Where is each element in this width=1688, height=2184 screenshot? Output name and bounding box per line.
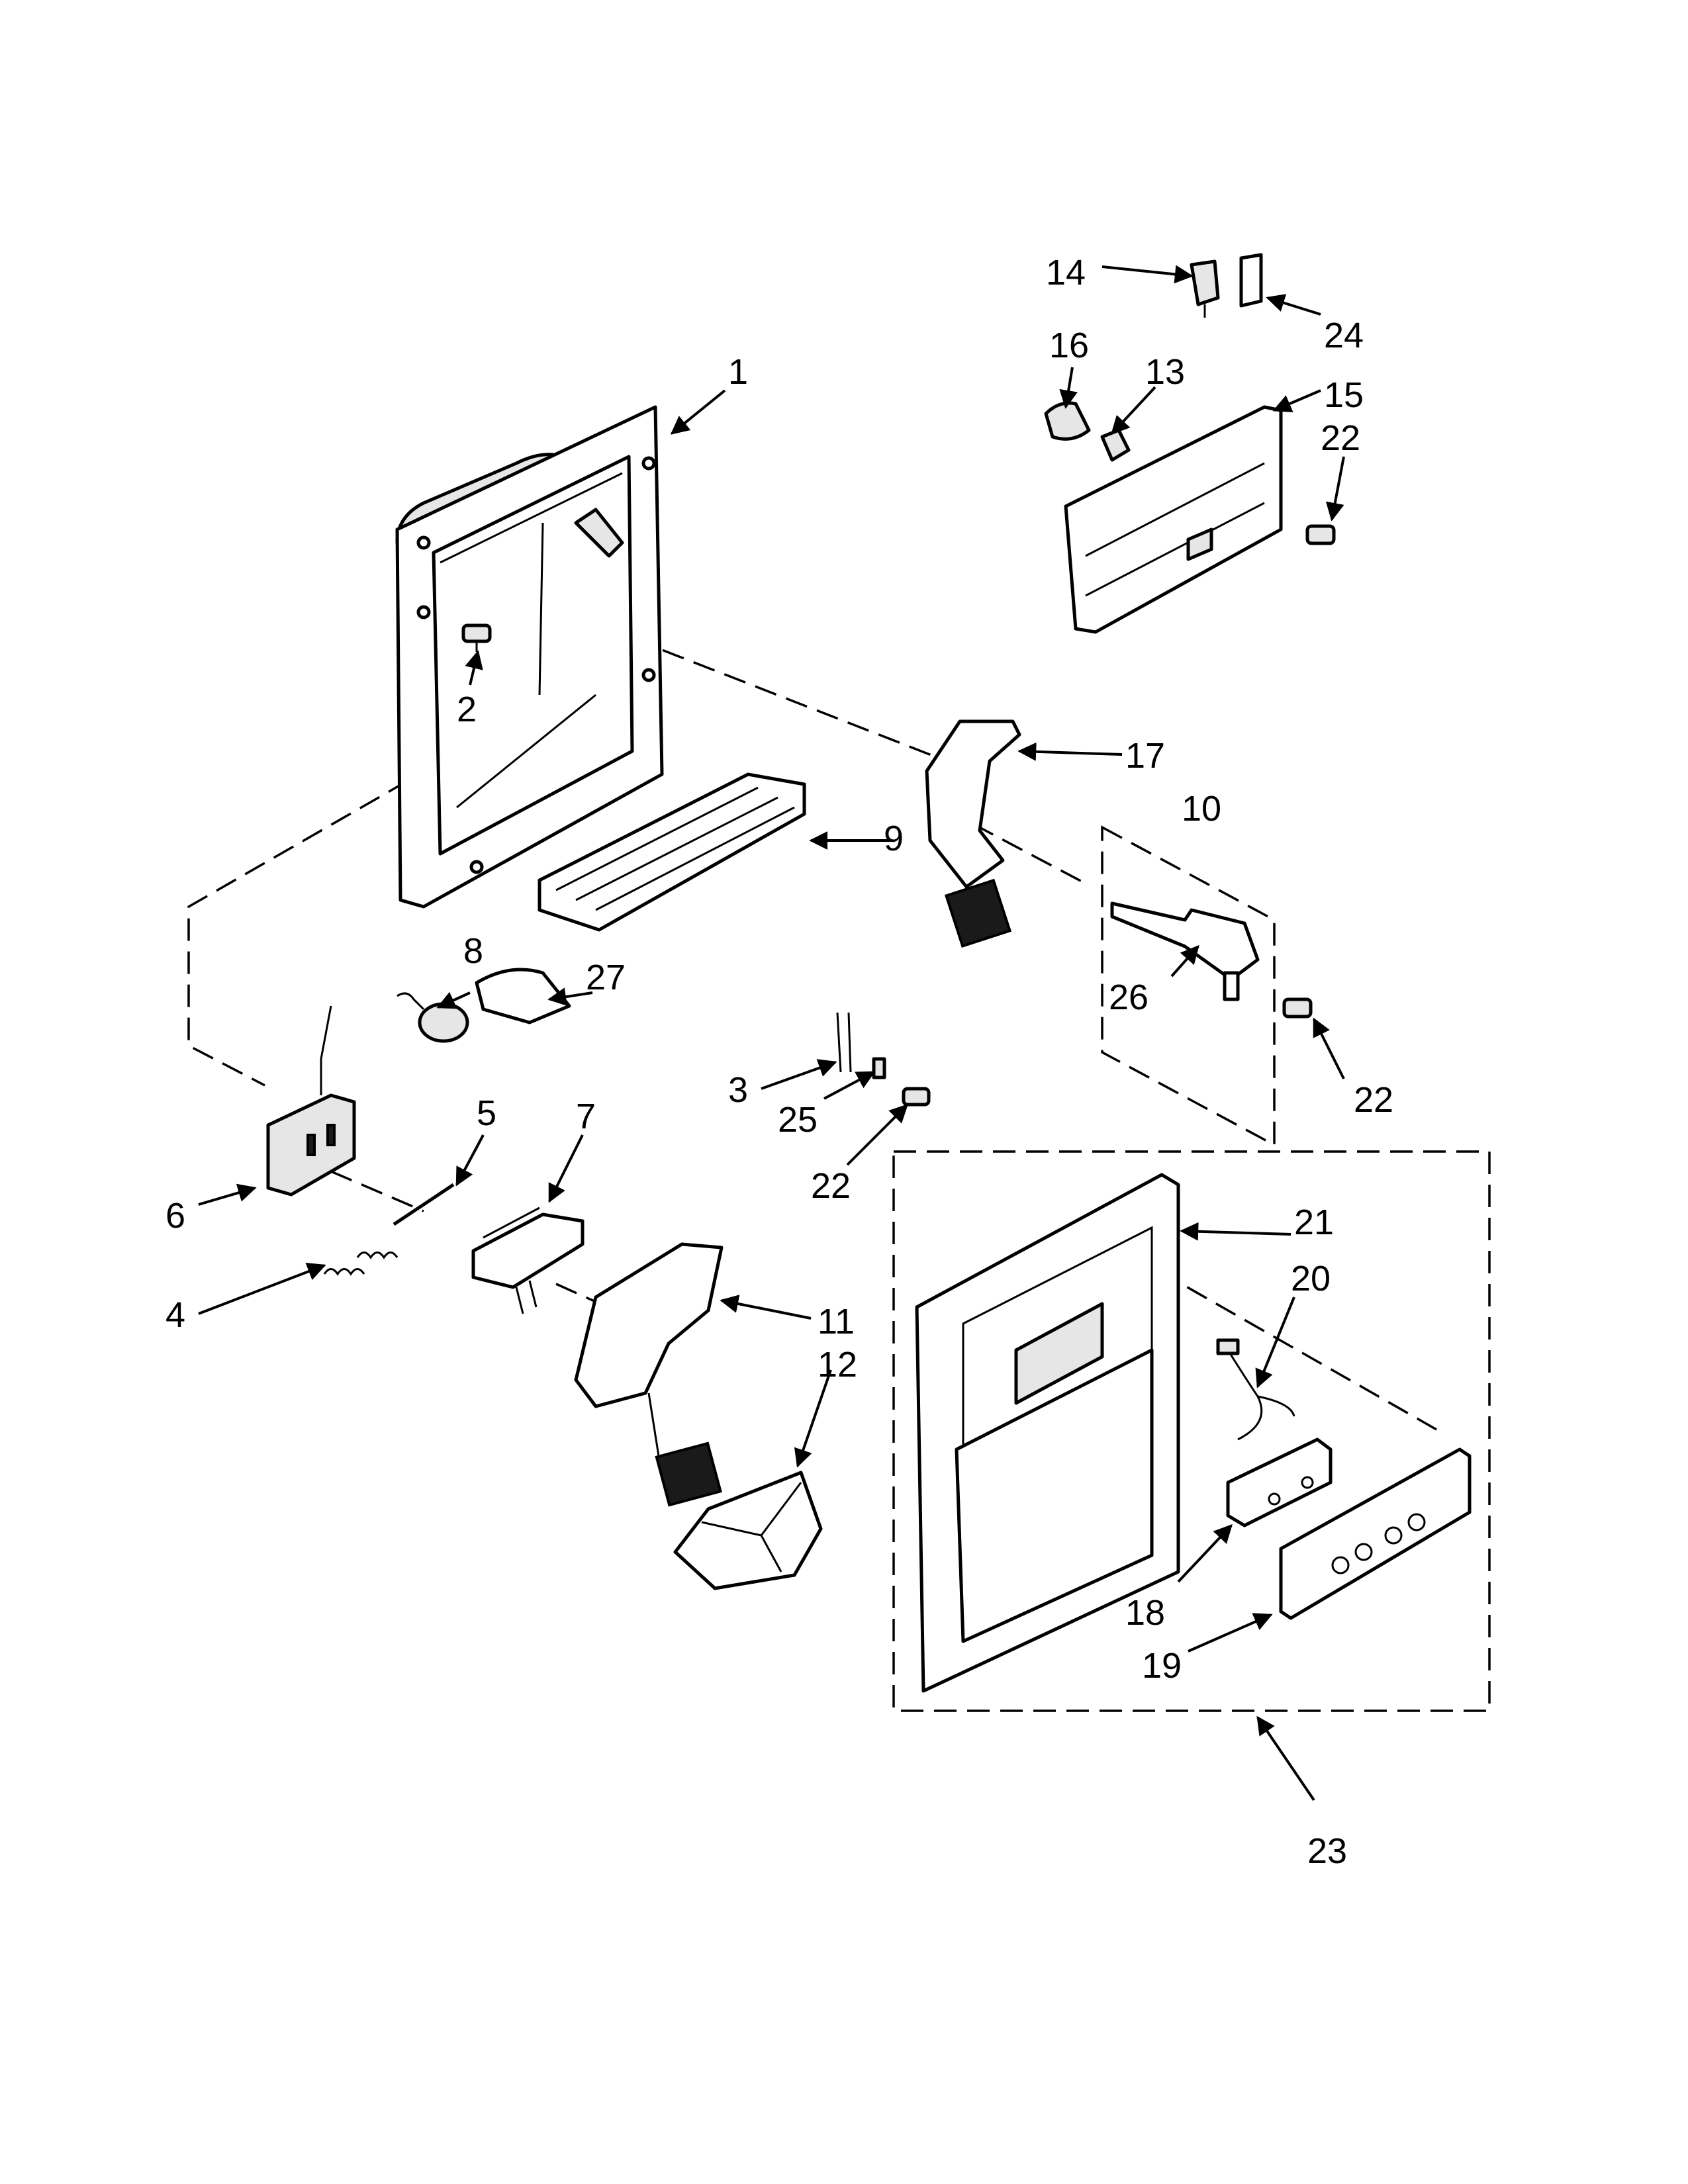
callout-1: 1 <box>728 352 748 392</box>
callout-26: 26 <box>1109 978 1149 1017</box>
callout-22-right: 22 <box>1354 1080 1393 1120</box>
callout-27: 27 <box>586 958 626 997</box>
part-25-tab <box>872 1057 886 1079</box>
part-18-control-board <box>1226 1437 1333 1527</box>
callout-9: 9 <box>884 819 904 858</box>
part-6-motor <box>266 1005 356 1197</box>
part-19-overlay <box>1279 1447 1472 1620</box>
part-1-dispenser-housing <box>395 405 664 909</box>
callout-7: 7 <box>576 1097 596 1136</box>
callout-14: 14 <box>1046 253 1086 293</box>
part-24-insulator <box>1239 253 1263 308</box>
part-20-harness <box>1216 1338 1295 1441</box>
part-2-screw <box>461 623 492 652</box>
callout-23: 23 <box>1307 1831 1347 1871</box>
callout-2: 2 <box>457 690 477 729</box>
part-3-clip <box>836 1012 852 1073</box>
part-21-front-panel <box>915 1173 1180 1693</box>
callout-24: 24 <box>1324 316 1364 355</box>
callout-8: 8 <box>463 931 483 971</box>
callout-21: 21 <box>1294 1203 1334 1242</box>
callout-5: 5 <box>477 1093 496 1133</box>
part-11-ice-lever <box>574 1242 724 1507</box>
leader-lines <box>198 265 1345 1801</box>
part-23-group-box <box>892 1150 1491 1712</box>
part-14-switch <box>1190 259 1220 318</box>
callout-13: 13 <box>1145 352 1185 392</box>
part-26-arm <box>1110 901 1260 1001</box>
callout-11: 11 <box>818 1302 855 1342</box>
part-8-solenoid <box>397 992 469 1043</box>
callout-16: 16 <box>1049 326 1089 365</box>
part-13-socket <box>1100 428 1131 462</box>
part-5-rod <box>393 1183 455 1226</box>
part-15-bracket <box>1064 405 1283 634</box>
callout-15: 15 <box>1324 375 1364 415</box>
callout-6: 6 <box>165 1196 185 1236</box>
callout-4: 4 <box>165 1295 185 1335</box>
callout-labels: 1 2 3 4 5 6 7 8 9 10 11 12 13 14 15 16 1… <box>165 253 1393 1871</box>
callout-20: 20 <box>1291 1259 1331 1298</box>
callout-10: 10 <box>1182 789 1221 829</box>
callout-17: 17 <box>1125 736 1165 776</box>
callout-18: 18 <box>1125 1593 1165 1633</box>
part-22-screw-top <box>1305 524 1336 545</box>
callout-22-middle: 22 <box>811 1166 851 1206</box>
callout-19: 19 <box>1142 1646 1182 1686</box>
callout-3: 3 <box>728 1070 748 1110</box>
callout-12: 12 <box>818 1345 857 1385</box>
part-9-drip-tray <box>538 772 806 932</box>
callout-25: 25 <box>778 1100 818 1140</box>
part-22-screw-middle <box>902 1087 931 1107</box>
part-27-cover <box>475 968 571 1024</box>
part-17-lever <box>925 719 1021 948</box>
part-4-springs <box>323 1251 399 1276</box>
part-16-bulb <box>1044 401 1091 441</box>
assembly-lines <box>187 625 1437 1431</box>
callout-22-top: 22 <box>1321 418 1360 458</box>
part-7-actuator <box>471 1206 585 1314</box>
part-12-chute <box>673 1471 823 1590</box>
part-22-screw-right <box>1282 997 1313 1019</box>
